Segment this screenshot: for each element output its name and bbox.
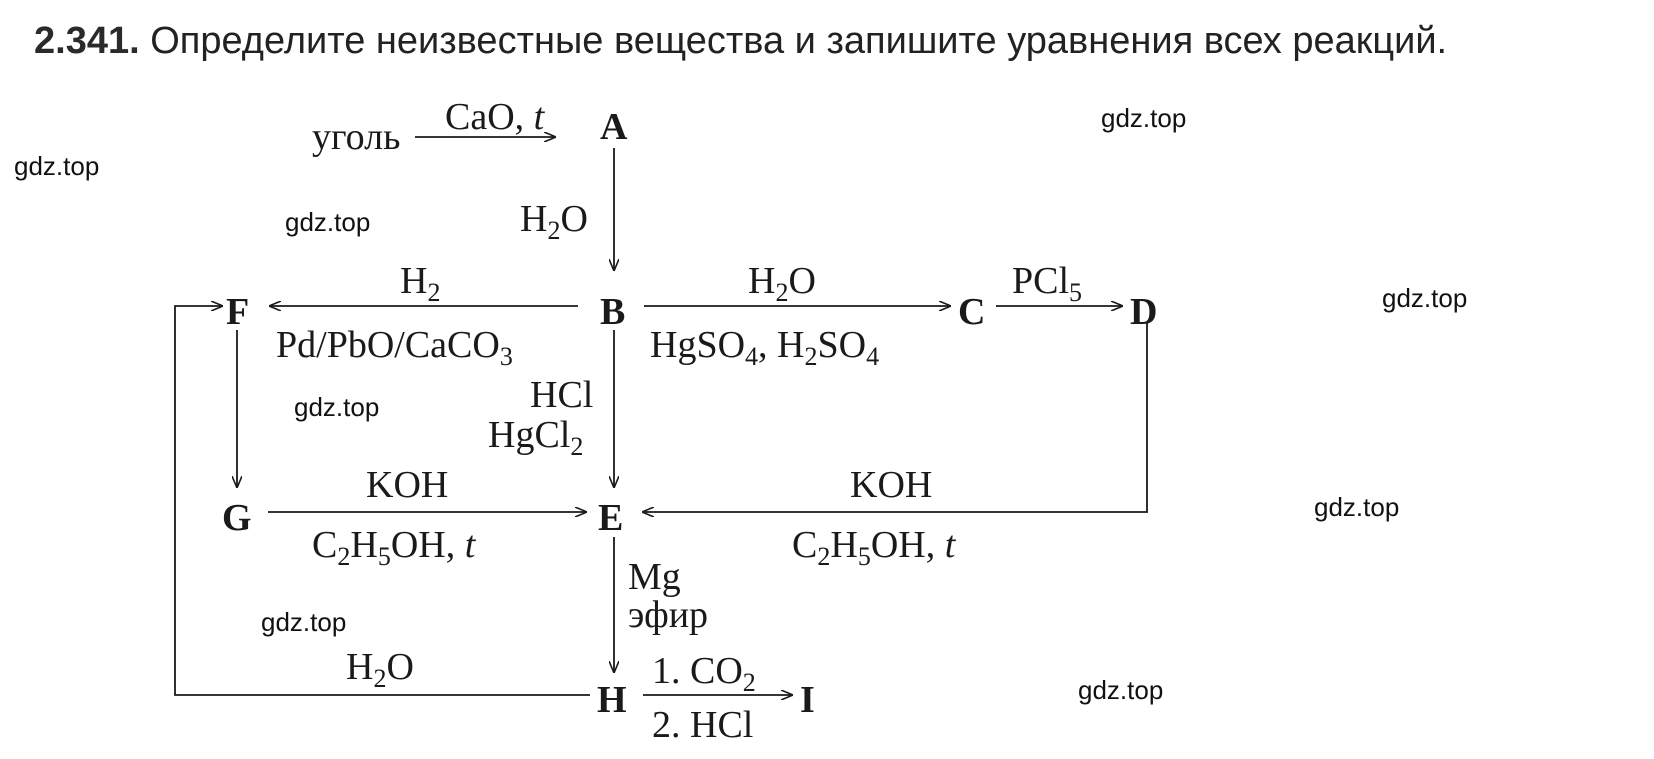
reagent-E-H-line2: эфир xyxy=(628,594,709,636)
reagent-D-E-top: KOH xyxy=(850,464,933,506)
watermark: gdz.top xyxy=(1078,675,1164,705)
node-D: D xyxy=(1130,291,1158,333)
reagent-A-B: H2O xyxy=(520,198,588,245)
arrow-D-to-E xyxy=(643,322,1148,512)
arrow-H-to-F xyxy=(174,306,590,696)
reagent-H-F: H2O xyxy=(346,646,414,693)
problem-header: 2.341. Определите неизвестные вещества и… xyxy=(34,20,1447,63)
reagent-B-E-line1: HCl xyxy=(530,374,594,416)
reagent-G-E-top: KOH xyxy=(366,464,449,506)
reagent-B-F-bottom: Pd/PbO/CaCO3 xyxy=(276,324,513,371)
reagent-B-C-top: H2O xyxy=(748,260,816,307)
reagent-E-H-line1: Mg xyxy=(628,556,681,598)
reagent-H-I-bottom: 2. HCl xyxy=(652,704,754,746)
watermark: gdz.top xyxy=(1314,492,1400,522)
reagent-H-I-top: 1. CO2 xyxy=(652,650,756,697)
problem-statement: Определите неизвестные вещества и запиши… xyxy=(150,20,1448,62)
node-F: F xyxy=(226,291,250,333)
watermark: gdz.top xyxy=(261,607,347,637)
node-H: H xyxy=(597,679,627,721)
node-G: G xyxy=(222,497,252,539)
reagent-coal-A: CaO, t xyxy=(445,96,545,138)
node-coal: уголь xyxy=(312,116,401,158)
watermark: gdz.top xyxy=(294,392,380,422)
node-C: C xyxy=(958,291,986,333)
node-A: A xyxy=(600,106,628,148)
reagent-B-E-line2: HgCl2 xyxy=(488,414,584,461)
reagent-G-E-bottom: C2H5OH, t xyxy=(312,524,476,571)
reagent-D-E-bottom: C2H5OH, t xyxy=(792,524,956,571)
watermark: gdz.top xyxy=(1101,103,1187,133)
reagent-B-C-bottom: HgSO4, H2SO4 xyxy=(650,324,880,371)
reagent-C-D: PCl5 xyxy=(1012,260,1083,307)
node-E: E xyxy=(598,497,624,539)
problem-number: 2.341. xyxy=(34,20,140,62)
reagent-B-F-top: H2 xyxy=(400,260,441,307)
watermark: gdz.top xyxy=(14,151,100,181)
node-I: I xyxy=(800,679,815,721)
node-B: B xyxy=(600,291,626,333)
watermark: gdz.top xyxy=(1382,283,1468,313)
watermark: gdz.top xyxy=(285,207,371,237)
